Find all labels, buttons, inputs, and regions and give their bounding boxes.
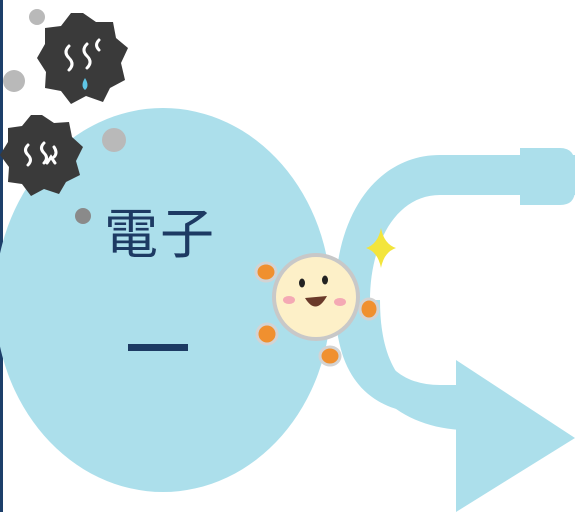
electron-label: 電子 — [104, 208, 216, 262]
character-left-cheek — [283, 296, 295, 304]
dark-cloud-1 — [37, 13, 128, 104]
character-left-eye — [299, 279, 305, 288]
curved-arrow-head — [456, 360, 575, 512]
curved-arrow-stem — [520, 148, 575, 205]
bubble-2 — [3, 70, 25, 92]
character-right-cheek — [334, 298, 346, 306]
character-right-hand — [360, 299, 378, 319]
bubble-4 — [75, 208, 91, 224]
bubble-3 — [102, 128, 126, 152]
character-right-eye — [322, 276, 328, 285]
negative-charge-sign: − — [128, 344, 188, 351]
character-left-foot — [257, 324, 277, 344]
character-right-foot — [320, 347, 340, 365]
bubble-1 — [29, 9, 45, 25]
character-left-hand — [256, 263, 276, 281]
